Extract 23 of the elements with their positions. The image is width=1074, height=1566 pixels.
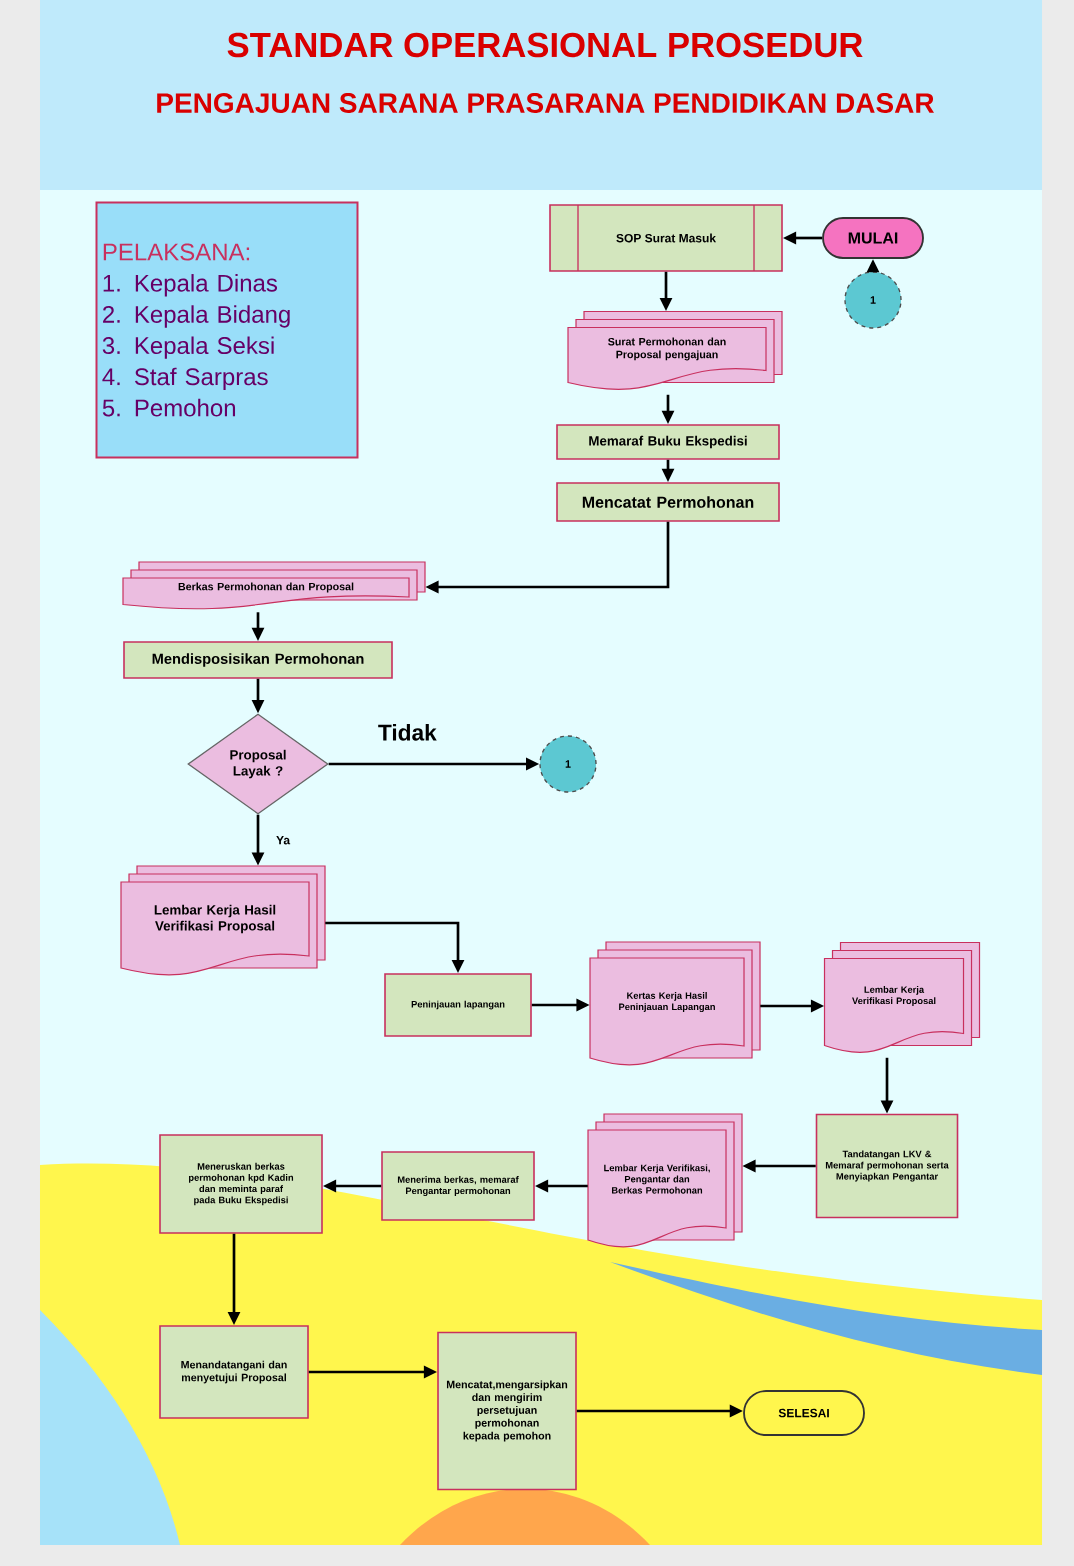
document-stack: Lembar Kerja Verifikasi Proposal: [823, 941, 981, 1053]
process-box: Memaraf Buku Ekspedisi: [556, 424, 780, 460]
process-box: Mendisposisikan Permohonan: [123, 641, 393, 679]
edge-label: Ya: [276, 836, 291, 845]
process-box: Meneruskan berkas permohonan kpd Kadin dan meminta paraf pada Buku Ekspedisi: [159, 1134, 323, 1234]
terminator: SELESAI: [743, 1390, 865, 1436]
process-box: Peninjauan lapangan: [384, 973, 532, 1037]
document-stack: Lembar Kerja Verifikasi, Pengantar dan Berkas Permohonan: [587, 1113, 743, 1248]
subtitle: PENGAJUAN SARANA PRASARANA PENDIDIKAN DASAR: [157, 93, 934, 113]
process-box: Mencatat,mengarsipkan dan mengirim persetujuan permohonan kepada pemohon: [437, 1331, 577, 1491]
title: STANDAR OPERASIONAL PROSEDUR: [227, 32, 863, 58]
process-box: Menerima berkas, memaraf Pengantar permohonan: [381, 1151, 535, 1221]
process-box: Tandatangan LKV & Memaraf permohonan serta Menyiapkan Pengantar: [815, 1113, 959, 1219]
predefined-process-box: SOP Surat Masuk: [549, 204, 783, 272]
process-box: Mencatat Permohonan: [556, 482, 780, 522]
document-stack: Surat Permohonan dan Proposal pengajuan: [567, 310, 783, 390]
process-box: Menandatangani dan menyetujui Proposal: [159, 1325, 309, 1419]
document-stack: Berkas Permohonan dan Proposal: [122, 561, 426, 610]
document-stack: Lembar Kerja Hasil Verifikasi Proposal: [120, 865, 326, 976]
terminator: MULAI: [822, 217, 924, 259]
executor-list-box: PELAKSANA: 1. Kepala Dinas 2. Kepala Bidang 3. Kepala Seksi 4. Staf Sarpras 5. Pemohon: [95, 201, 359, 459]
edge-label: Tidak: [378, 724, 437, 741]
document-stack: Kertas Kerja Hasil Peninjauan Lapangan: [589, 941, 761, 1066]
